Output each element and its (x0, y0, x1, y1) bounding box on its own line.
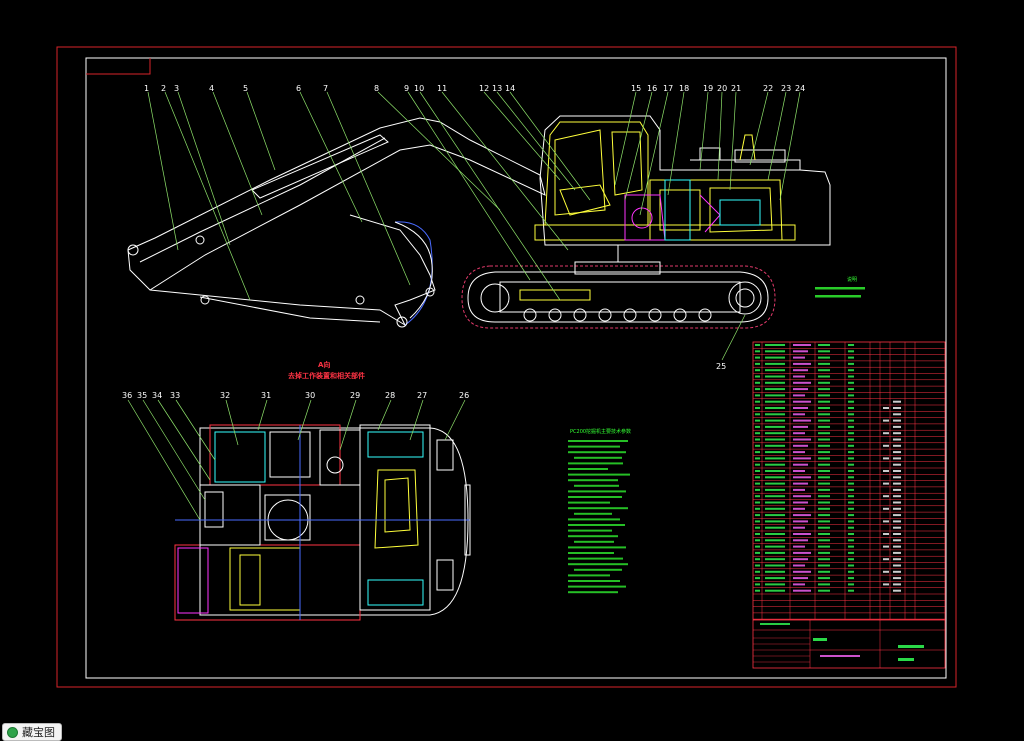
plan-view-title: A向 去掉工作装置和相关部件 (288, 360, 365, 380)
notes-title: 说明 (847, 276, 857, 283)
callout-7: 7 (323, 84, 328, 93)
callout-24: 24 (795, 84, 805, 93)
callout-27: 27 (417, 391, 427, 400)
engine-hydraulics (624, 194, 721, 241)
spec-line (568, 507, 628, 510)
callout-1: 1 (144, 84, 149, 93)
watermark-badge: 藏宝图 (2, 723, 62, 741)
spec-block: PC200挖掘机主要技术参数 (568, 428, 631, 594)
callout-22: 22 (763, 84, 773, 93)
spec-line (568, 580, 620, 582)
callout-29: 29 (350, 391, 360, 400)
spec-line (574, 484, 619, 487)
spec-lines (568, 440, 630, 594)
callout-leaders (147, 91, 801, 361)
callout-23: 23 (781, 84, 791, 93)
callout-2: 2 (161, 84, 166, 93)
spec-line (568, 563, 628, 566)
spec-line (568, 496, 622, 498)
spec-line (568, 445, 620, 448)
corner-tab (86, 58, 151, 75)
callout-19: 19 (703, 84, 713, 93)
notes-block: 说明 (815, 276, 865, 298)
spec-title: PC200挖掘机主要技术参数 (570, 428, 631, 435)
plan-view (174, 424, 471, 621)
watermark-label: 藏宝图 (22, 726, 55, 739)
spec-line (574, 540, 614, 543)
spec-line (574, 568, 622, 571)
callout-25: 25 (716, 362, 726, 371)
spec-line (568, 585, 626, 588)
plan-title-1: A向 (318, 360, 330, 369)
callout-11: 11 (437, 84, 447, 93)
callout-28: 28 (385, 391, 395, 400)
callout-30: 30 (305, 391, 315, 400)
spec-line (568, 529, 612, 532)
inner-frame (85, 57, 947, 679)
callout-14: 14 (505, 84, 515, 93)
track-undercarriage (461, 245, 776, 329)
spec-line (574, 456, 622, 459)
callout-17: 17 (663, 84, 673, 93)
callout-36: 36 (122, 391, 132, 400)
callout-8: 8 (374, 84, 379, 93)
callout-34: 34 (152, 391, 162, 400)
plan-callout-leaders (127, 399, 466, 521)
callout-31: 31 (261, 391, 271, 400)
callout-16: 16 (647, 84, 657, 93)
callout-3: 3 (174, 84, 179, 93)
callout-12: 12 (479, 84, 489, 93)
spec-line (568, 524, 625, 526)
spec-line (568, 451, 626, 454)
spec-line (568, 552, 614, 554)
outer-frame (56, 46, 957, 688)
callout-labels-top: 1 2 3 4 5 6 7 8 9 10 11 12 13 14 15 16 1… (144, 84, 805, 371)
callout-20: 20 (717, 84, 727, 93)
engine-cyan (664, 179, 761, 241)
spec-line (568, 490, 626, 493)
spec-line (568, 440, 628, 442)
spec-line (568, 501, 610, 504)
callout-15: 15 (631, 84, 641, 93)
callout-13: 13 (492, 84, 502, 93)
callout-26: 26 (459, 391, 469, 400)
spec-line (568, 591, 618, 594)
plan-title-2: 去掉工作装置和相关部件 (288, 371, 365, 380)
excavator-side-view (127, 115, 831, 328)
spec-line (568, 535, 618, 538)
cab-detail (534, 121, 796, 241)
callout-35: 35 (137, 391, 147, 400)
callout-18: 18 (679, 84, 689, 93)
spec-line (568, 518, 620, 521)
spec-line (568, 479, 618, 482)
spec-line (568, 557, 623, 560)
spec-line (568, 462, 623, 465)
callout-33: 33 (170, 391, 180, 400)
callout-labels-plan: 36 35 34 33 32 31 30 29 28 27 26 (122, 391, 469, 400)
leaf-dot-icon (7, 726, 18, 738)
spec-line (568, 546, 626, 549)
parts-list-table (752, 341, 946, 620)
spec-line (568, 468, 608, 470)
callout-32: 32 (220, 391, 230, 400)
spec-line (568, 473, 630, 476)
callout-4: 4 (209, 84, 214, 93)
spec-line (574, 512, 612, 515)
callout-6: 6 (296, 84, 301, 93)
callout-9: 9 (404, 84, 409, 93)
callout-5: 5 (243, 84, 248, 93)
title-block (752, 619, 946, 669)
callout-10: 10 (414, 84, 424, 93)
spec-line (568, 574, 610, 577)
callout-21: 21 (731, 84, 741, 93)
